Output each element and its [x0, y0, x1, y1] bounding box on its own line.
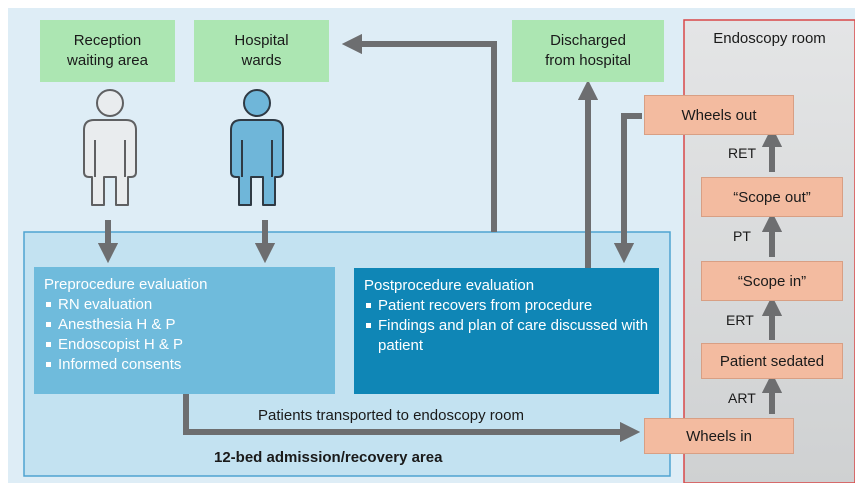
postprocedure-list: Patient recovers from procedure Findings…	[364, 296, 651, 356]
pt-label: PT	[733, 228, 751, 244]
patient-ward-icon	[230, 89, 284, 206]
wards-line-2: wards	[241, 52, 282, 69]
endoscopy-room-label: Endoscopy room	[713, 30, 826, 47]
arrow-postprocedure-to-wards	[341, 33, 497, 232]
postprocedure-item: Patient recovers from procedure	[364, 296, 651, 316]
discharged-line-2: from hospital	[545, 52, 631, 69]
preprocedure-list: RN evaluation Anesthesia H & P Endoscopi…	[44, 295, 327, 375]
preprocedure-item: Anesthesia H & P	[44, 315, 327, 335]
postprocedure-title: Postprocedure evaluation	[364, 277, 535, 294]
preprocedure-item: Endoscopist H & P	[44, 335, 327, 355]
preprocedure-title: Preprocedure evaluation	[44, 276, 208, 293]
ert-label: ERT	[726, 312, 754, 328]
transport-label: Patients transported to endoscopy room	[258, 407, 524, 424]
reception-line-2: waiting area	[67, 52, 148, 69]
postprocedure-item: Findings and plan of care discussed with…	[364, 316, 651, 356]
preprocedure-item: Informed consents	[44, 355, 327, 375]
admission-area-label: 12-bed admission/recovery area	[214, 449, 443, 466]
discharged-line-1: Discharged	[550, 32, 626, 49]
arrow-wheels-out-to-postprocedure	[613, 113, 642, 264]
wards-line-1: Hospital	[234, 32, 289, 49]
reception-line-1: Reception	[73, 32, 142, 49]
wheels-in-box: Wheels in	[644, 418, 794, 454]
flow-arrows	[97, 33, 783, 443]
scope-out-box: “Scope out”	[701, 177, 843, 217]
preprocedure-item: RN evaluation	[44, 295, 327, 315]
patient-waiting-icon	[83, 89, 137, 206]
wheels-out-box: Wheels out	[644, 95, 794, 135]
arrow-preprocedure-to-wheels-in	[183, 392, 641, 443]
postprocedure-evaluation-box: Postprocedure evaluation Patient recover…	[354, 268, 659, 394]
ret-label: RET	[728, 145, 756, 161]
hospital-wards-box: Hospital wards	[194, 20, 329, 82]
patient-sedated-box: Patient sedated	[701, 343, 843, 379]
preprocedure-evaluation-box: Preprocedure evaluation RN evaluation An…	[34, 267, 335, 394]
reception-waiting-box: Reception waiting area	[40, 20, 175, 82]
discharged-box: Discharged from hospital	[512, 20, 664, 82]
art-label: ART	[728, 390, 756, 406]
scope-in-box: “Scope in”	[701, 261, 843, 301]
